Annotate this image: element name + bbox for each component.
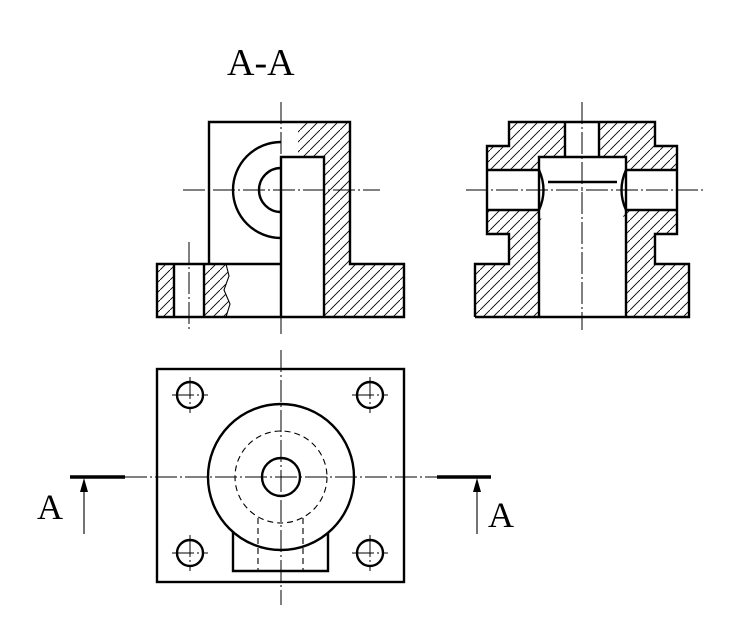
hatch-side-left-top: [487, 122, 565, 170]
hatch-region-left-flange-b: [204, 264, 230, 317]
section-title: A-A: [227, 42, 295, 84]
view-arrow-right-head: [473, 478, 481, 492]
cut-label-left: A: [37, 487, 63, 527]
side-view-section: [466, 102, 705, 330]
cutting-plane-left: A: [37, 475, 125, 534]
hatch-region-right-flange: [324, 264, 404, 317]
front-view-bore: [279, 155, 326, 317]
hatch-side-right-top: [599, 122, 677, 170]
cutting-plane-right: A: [437, 475, 514, 535]
hatch-side-right: [622, 210, 689, 317]
hatch-region-wall: [324, 157, 350, 264]
front-view-half-section: [155, 102, 406, 335]
front-view-outline: [155, 120, 406, 319]
top-view: [125, 350, 437, 605]
hatch-region-left-flange-a: [157, 264, 174, 317]
front-view-break-line: [223, 263, 231, 318]
view-arrow-left-head: [80, 478, 88, 492]
side-view-outline: [473, 120, 691, 319]
hatch-region-top: [298, 122, 350, 157]
cut-label-right: A: [488, 495, 514, 535]
top-view-corner-hole-centerlines: [172, 377, 388, 571]
